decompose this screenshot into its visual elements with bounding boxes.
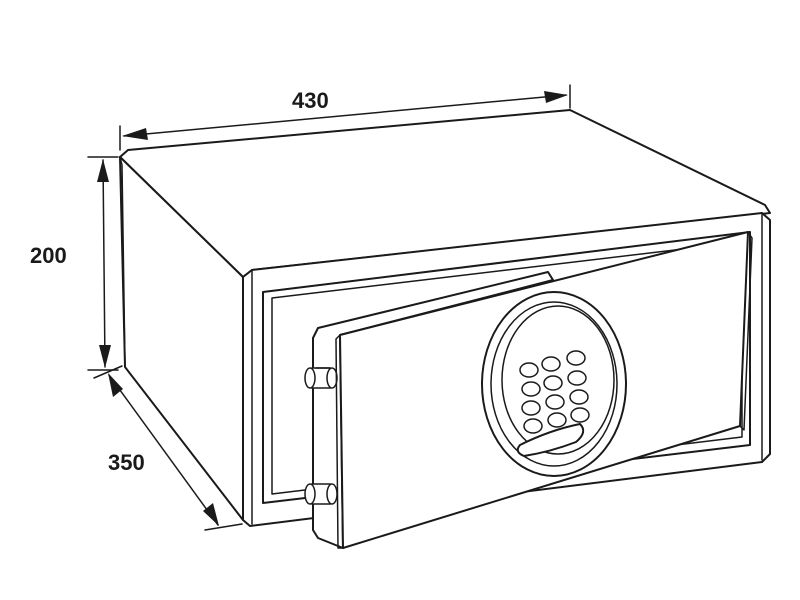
depth-label: 350 (108, 450, 145, 475)
depth-dimension: 350 (93, 365, 243, 531)
electronic-keypad[interactable] (481, 291, 627, 477)
keypad-button[interactable] (523, 418, 543, 434)
height-dimension: 200 (30, 156, 119, 371)
keypad-button[interactable] (541, 356, 561, 372)
keypad-button[interactable] (547, 412, 567, 428)
keypad-button[interactable] (521, 381, 541, 397)
keypad-button[interactable] (543, 375, 563, 391)
keypad-handle[interactable] (516, 423, 585, 457)
keypad-button[interactable] (567, 370, 587, 386)
keypad-button[interactable] (545, 394, 565, 410)
width-label: 430 (292, 88, 329, 113)
frame-inner (271, 241, 743, 495)
keypad-button[interactable] (566, 350, 586, 366)
keypad-buttons[interactable] (519, 350, 590, 434)
keypad-button[interactable] (521, 400, 541, 416)
width-dimension: 430 (119, 84, 571, 151)
door-bolt-bottom (304, 483, 338, 505)
door-bolt-top (304, 367, 338, 389)
keypad-button[interactable] (569, 389, 589, 405)
height-label: 200 (30, 243, 67, 268)
keypad-button[interactable] (570, 407, 590, 423)
keypad-button[interactable] (519, 362, 539, 378)
